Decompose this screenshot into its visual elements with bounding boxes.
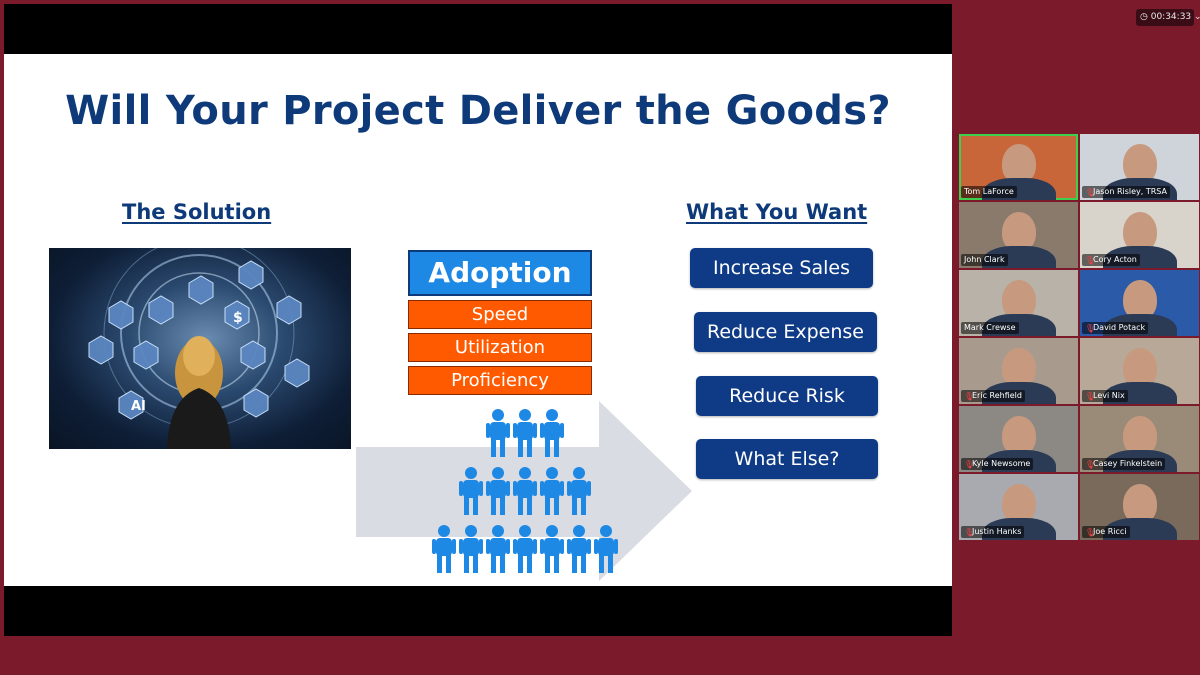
person-icon [513, 467, 537, 515]
participant-video [1001, 280, 1036, 320]
participant-tile[interactable]: John Clark [959, 202, 1078, 268]
participant-tile[interactable]: 🎙Eric Rehfield [959, 338, 1078, 404]
metric-speed: Speed [408, 300, 592, 329]
ai-label: AI [131, 399, 146, 414]
participant-tile[interactable]: 🎙Casey Finkelstein [1080, 406, 1199, 472]
participant-video [1122, 416, 1157, 456]
person-icon [486, 467, 510, 515]
adoption-arrow-graphic [356, 401, 692, 581]
participant-name: 🎙Cory Acton [1082, 254, 1140, 266]
slide-title: Will Your Project Deliver the Goods? [65, 88, 891, 134]
participant-tile[interactable]: 🎙Cory Acton [1080, 202, 1199, 268]
participant-name: 🎙Kyle Newsome [961, 458, 1034, 470]
metric-utilization: Utilization [408, 333, 592, 362]
person-icon [486, 409, 510, 457]
metric-proficiency: Proficiency [408, 366, 592, 395]
participant-name-text: Joe Ricci [1093, 527, 1127, 536]
participant-name: 🎙Jason Risley, TRSA [1082, 186, 1170, 198]
participant-video [1122, 280, 1157, 320]
outcome-reduce-risk: Reduce Risk [696, 376, 878, 416]
participant-name: Mark Crewse [961, 322, 1019, 334]
participant-name-text: Mark Crewse [964, 323, 1016, 332]
participant-name: 🎙David Potack [1082, 322, 1149, 334]
solution-photo: AI $ [49, 248, 351, 449]
participant-video [1122, 144, 1157, 184]
adoption-box: Adoption [408, 250, 592, 296]
person-icon [459, 467, 483, 515]
person-icon [540, 409, 564, 457]
person-icon [486, 525, 510, 573]
participant-tile[interactable]: 🎙Joe Ricci [1080, 474, 1199, 540]
participant-name: Tom LaForce [961, 186, 1017, 198]
participant-video [1001, 144, 1036, 184]
muted-mic-icon: 🎙 [1085, 188, 1096, 197]
participant-name-text: Justin Hanks [972, 527, 1022, 536]
tech-graphic: AI $ [88, 248, 310, 449]
presentation-slide: Will Your Project Deliver the Goods? The… [4, 54, 952, 586]
meeting-timer[interactable]: ◷ 00:34:33 ⌄ [1136, 9, 1200, 26]
muted-mic-icon: 🎙 [1085, 324, 1096, 333]
svg-text:$: $ [233, 310, 243, 326]
participant-name-text: Cory Acton [1093, 255, 1137, 264]
participant-video [1122, 484, 1157, 524]
participant-name-text: John Clark [964, 255, 1005, 264]
participant-video [1001, 212, 1036, 252]
muted-mic-icon: 🎙 [1085, 256, 1096, 265]
muted-mic-icon: 🎙 [964, 528, 975, 537]
participant-name-text: Casey Finkelstein [1093, 459, 1163, 468]
participant-video [1001, 416, 1036, 456]
participant-name: 🎙Levi Nix [1082, 390, 1128, 402]
shared-screen: Will Your Project Deliver the Goods? The… [4, 4, 952, 636]
participant-tile[interactable]: Tom LaForce [959, 134, 1078, 200]
participant-tile[interactable]: 🎙David Potack [1080, 270, 1199, 336]
outcome-increase-sales: Increase Sales [690, 248, 873, 288]
person-icon [513, 409, 537, 457]
person-icon [594, 525, 618, 573]
participant-tile[interactable]: 🎙Kyle Newsome [959, 406, 1078, 472]
participant-tile[interactable]: 🎙Levi Nix [1080, 338, 1199, 404]
what-you-want-heading: What You Want [686, 200, 868, 224]
participant-name-text: Jason Risley, TRSA [1093, 187, 1167, 196]
person-icon [513, 525, 537, 573]
person-icon [567, 525, 591, 573]
muted-mic-icon: 🎙 [1085, 460, 1096, 469]
muted-mic-icon: 🎙 [964, 460, 975, 469]
participant-name: 🎙Justin Hanks [961, 526, 1025, 538]
participant-name-text: David Potack [1093, 323, 1146, 332]
participant-video [1001, 348, 1036, 388]
outcome-reduce-expense: Reduce Expense [694, 312, 877, 352]
outcome-what-else: What Else? [696, 439, 878, 479]
participant-tile[interactable]: Mark Crewse [959, 270, 1078, 336]
participant-name: 🎙Joe Ricci [1082, 526, 1130, 538]
person-icon [567, 467, 591, 515]
participant-name-text: Kyle Newsome [972, 459, 1031, 468]
solution-heading: The Solution [122, 200, 272, 224]
muted-mic-icon: 🎙 [964, 392, 975, 401]
participant-tile[interactable]: 🎙Jason Risley, TRSA [1080, 134, 1199, 200]
participant-name: 🎙Eric Rehfield [961, 390, 1025, 402]
participant-name: John Clark [961, 254, 1008, 266]
chevron-down-icon: ⌄ [1194, 12, 1200, 22]
person-icon [432, 525, 456, 573]
muted-mic-icon: 🎙 [1085, 528, 1096, 537]
participant-name-text: Levi Nix [1093, 391, 1125, 400]
clock-icon: ◷ [1140, 12, 1151, 22]
participant-video [1122, 212, 1157, 252]
participant-tile[interactable]: 🎙Justin Hanks [959, 474, 1078, 540]
people-pyramid [432, 409, 618, 573]
muted-mic-icon: 🎙 [1085, 392, 1096, 401]
participant-name: 🎙Casey Finkelstein [1082, 458, 1166, 470]
person-icon [540, 467, 564, 515]
participant-video [1122, 348, 1157, 388]
timer-value: 00:34:33 [1150, 12, 1192, 22]
person-icon [459, 525, 483, 573]
person-icon [540, 525, 564, 573]
participant-name-text: Tom LaForce [964, 187, 1014, 196]
participant-name-text: Eric Rehfield [972, 391, 1022, 400]
participant-video [1001, 484, 1036, 524]
